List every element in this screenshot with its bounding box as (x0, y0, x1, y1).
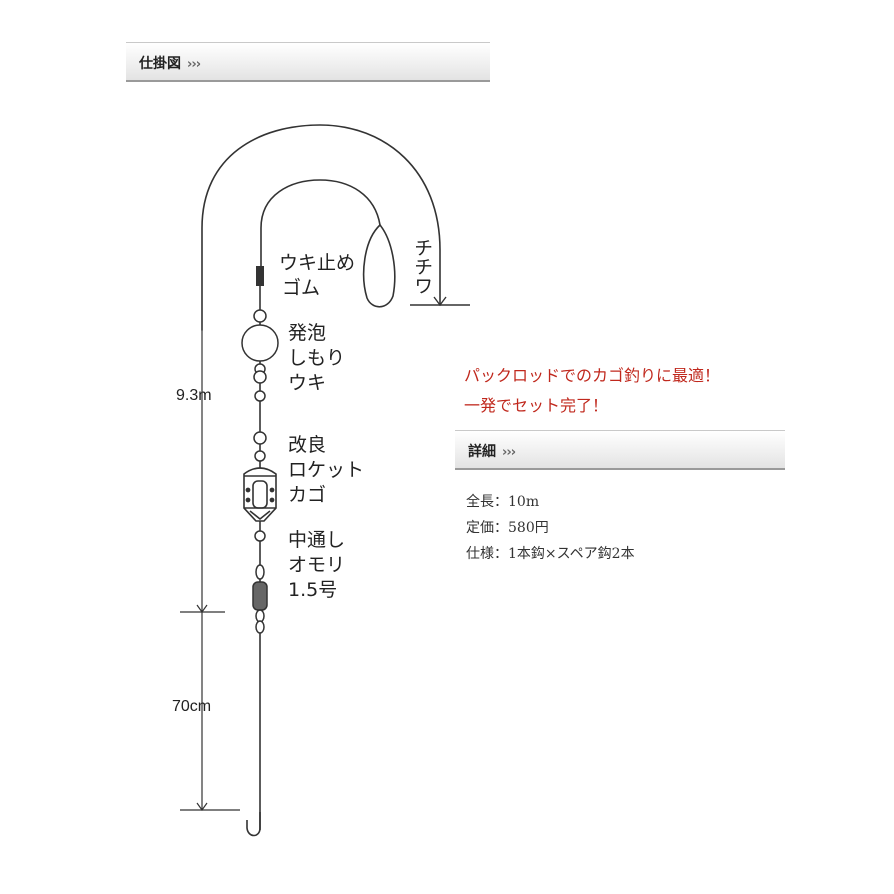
label-kago: 改良 ロケット カゴ (288, 434, 365, 506)
main-line-inner (260, 179, 381, 276)
label-sinker: 中通し オモリ 1.5号 (288, 529, 346, 601)
chevrons-icon: ››› (502, 445, 516, 460)
label-float: 発泡 しもり ウキ (288, 322, 346, 394)
section-header-shikake: 仕掛図››› (126, 42, 490, 82)
section-title-shikake: 仕掛図››› (139, 56, 201, 72)
promo-line-1: パックロッドでのカゴ釣りに最適！ (464, 366, 721, 385)
swivel (252, 581, 268, 634)
bead (254, 530, 266, 542)
ukidome-rubber (256, 266, 264, 286)
bead (254, 450, 266, 462)
chichiwa-arrow (433, 296, 447, 307)
detail-price: 定価：580円 (466, 520, 549, 536)
promo-line-2: 一発でセット完了！ (464, 396, 609, 415)
section-title-shousai: 詳細››› (468, 444, 516, 460)
bead (253, 309, 267, 323)
rocket-kago (243, 467, 277, 522)
chevrons-icon: ››› (187, 57, 201, 72)
section-header-shousai: 詳細››› (455, 430, 785, 470)
chichiwa-loop (362, 223, 396, 308)
bead (253, 431, 267, 445)
measure-leader: 70cm (172, 698, 212, 715)
detail-total-length: 全長：10m (466, 494, 540, 510)
label-chichiwa: チチワ (411, 238, 433, 295)
hook (246, 812, 261, 837)
sinker-bead (255, 564, 265, 580)
float-body (241, 324, 279, 362)
measure-main-line: 9.3m (176, 387, 212, 404)
label-ukidome: ウキ止め ゴム (279, 252, 356, 299)
bead (253, 370, 267, 384)
detail-spec: 仕様：1本鈎×スペア鈎2本 (466, 546, 635, 562)
main-line-outer (201, 124, 441, 331)
bead (254, 390, 266, 402)
